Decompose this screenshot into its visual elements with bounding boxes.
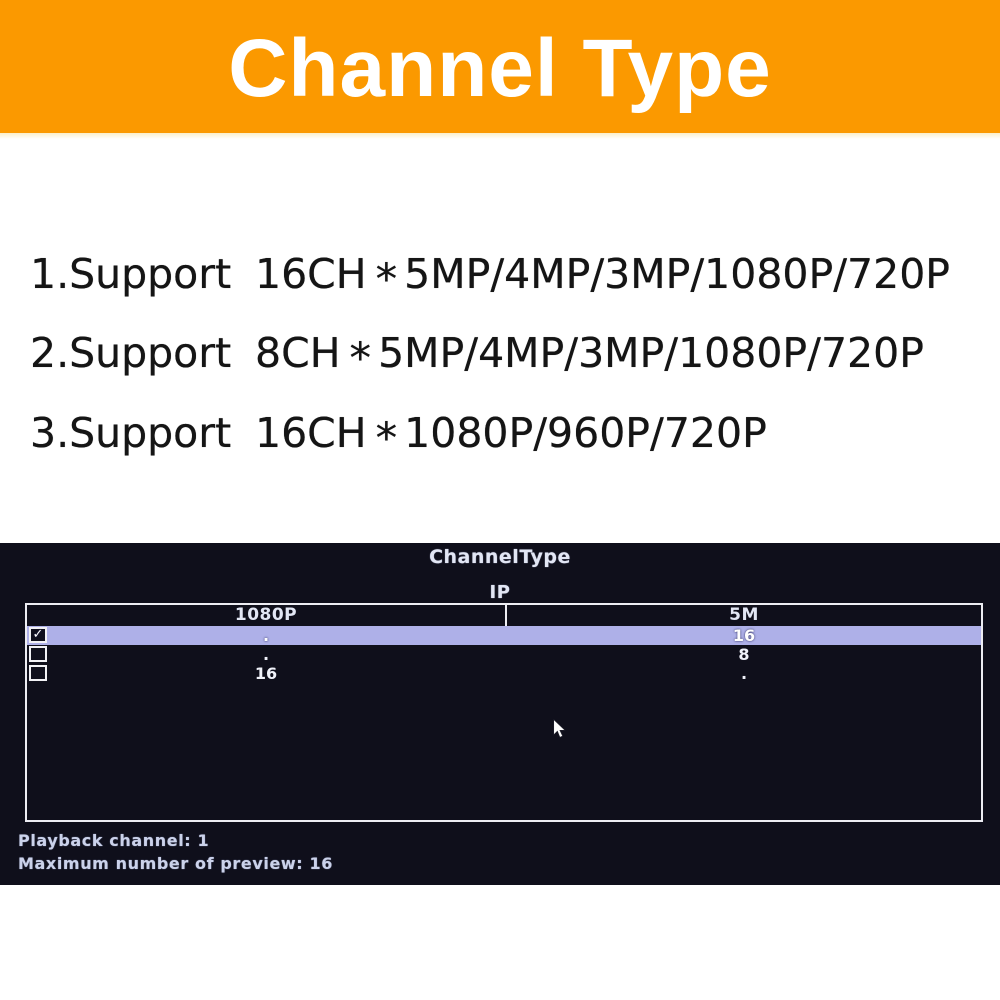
asterisk-icon: * <box>375 414 398 465</box>
row-checkbox-checked[interactable]: ✓ <box>29 627 47 643</box>
mouse-cursor-icon <box>553 719 566 738</box>
channel-count: 8CH <box>255 329 341 377</box>
table-header-row: 1080P 5M <box>27 605 981 626</box>
column-header-5m: 5M <box>729 605 759 625</box>
resolution-list: 5MP/4MP/3MP/1080P/720P <box>378 329 924 377</box>
channel-count: 16CH <box>255 250 367 298</box>
ip-section-label: IP <box>489 582 511 603</box>
dvr-panel-title: ChannelType <box>429 546 571 568</box>
dvr-settings-panel: ChannelType IP 1080P 5M ✓ . 16 . 8 16 . <box>0 543 1000 885</box>
banner-edge-artifact <box>0 133 1000 139</box>
support-line-3: 3.Support 16CH * 1080P/960P/720P <box>30 408 767 464</box>
page-title: Channel Type <box>228 23 772 114</box>
support-line-number: 1.Support <box>30 250 232 298</box>
channel-count: 16CH <box>255 409 367 457</box>
asterisk-icon: * <box>349 334 372 385</box>
table-row[interactable]: . 8 <box>27 645 981 664</box>
resolution-list: 5MP/4MP/3MP/1080P/720P <box>404 250 951 298</box>
support-line-number: 3.Support <box>30 409 232 457</box>
asterisk-icon: * <box>375 255 398 306</box>
cell-1080p: . <box>262 626 270 645</box>
cell-1080p: 16 <box>254 664 278 683</box>
cell-5m: 8 <box>738 645 750 664</box>
cell-5m: 16 <box>732 626 756 645</box>
table-row[interactable]: 16 . <box>27 664 981 683</box>
support-line-number: 2.Support <box>30 329 232 377</box>
playback-channel-label: Playback channel: 1 <box>18 831 210 850</box>
column-header-1080p: 1080P <box>234 605 298 625</box>
cell-1080p: . <box>262 645 270 664</box>
row-checkbox[interactable] <box>29 665 47 681</box>
resolution-list: 1080P/960P/720P <box>404 409 767 457</box>
table-row[interactable]: ✓ . 16 <box>27 626 981 645</box>
header-banner: Channel Type <box>0 0 1000 133</box>
channel-type-table: 1080P 5M ✓ . 16 . 8 16 . <box>25 603 983 822</box>
support-line-2: 2.Support 8CH * 5MP/4MP/3MP/1080P/720P <box>30 328 924 384</box>
cell-5m: . <box>740 664 748 683</box>
row-checkbox[interactable] <box>29 646 47 662</box>
column-divider <box>505 605 507 626</box>
max-preview-label: Maximum number of preview: 16 <box>18 854 333 873</box>
support-line-1: 1.Support 16CH * 5MP/4MP/3MP/1080P/720P <box>30 249 951 305</box>
